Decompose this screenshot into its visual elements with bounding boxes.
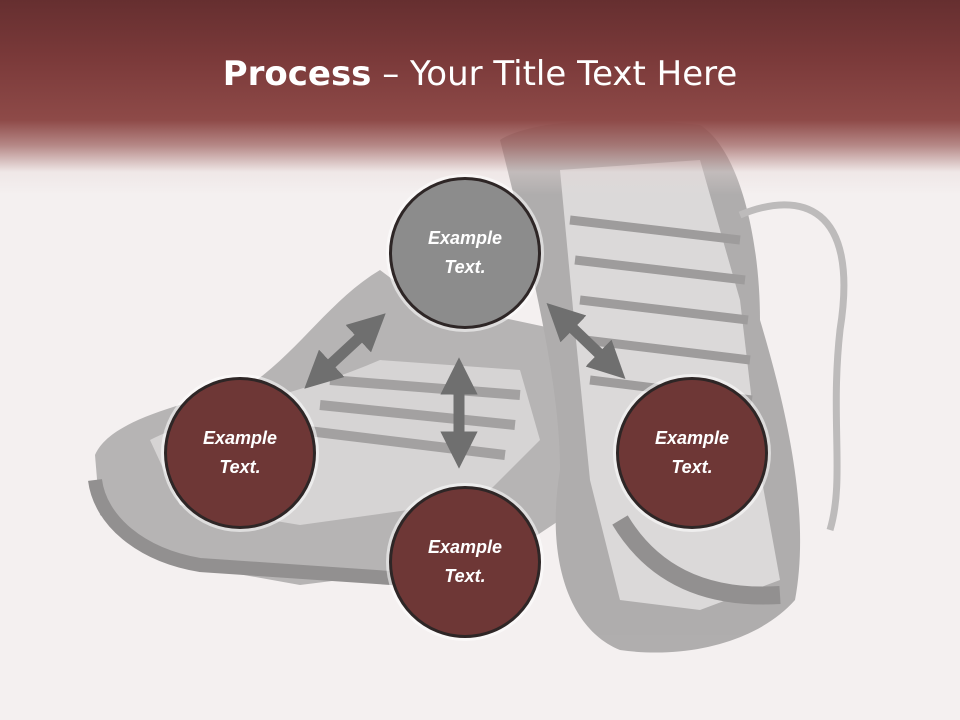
double-arrow-icon — [304, 313, 386, 389]
node-bottom-text: Example Text. — [427, 537, 503, 586]
title-band — [0, 0, 960, 195]
node-top-text: Example Text. — [427, 228, 503, 277]
process-node-right[interactable]: Example Text. — [616, 377, 768, 529]
process-node-top[interactable]: Example Text. — [389, 177, 541, 329]
slide-title[interactable]: Process – Your Title Text Here — [0, 52, 960, 96]
process-node-bottom[interactable]: Example Text. — [389, 486, 541, 638]
process-node-left[interactable]: Example Text. — [164, 377, 316, 529]
node-left-text: Example Text. — [202, 428, 278, 477]
node-right-text: Example Text. — [654, 428, 730, 477]
title-bold: Process — [222, 54, 372, 94]
title-rest: – Your Title Text Here — [371, 54, 738, 94]
double-arrow-icon — [546, 303, 626, 379]
